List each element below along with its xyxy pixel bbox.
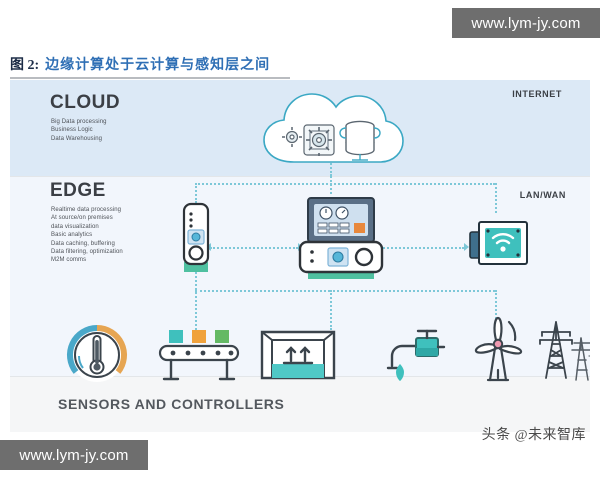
sensors-title: SENSORS AND CONTROLLERS xyxy=(58,396,285,412)
sensors-band xyxy=(10,376,590,432)
conveyor-belt-icon xyxy=(156,328,242,384)
arrow-right-2 xyxy=(464,243,469,251)
edge-item: M2M comms xyxy=(51,257,87,264)
wifi-access-point-icon xyxy=(468,216,530,272)
cloud-shape-icon xyxy=(258,84,406,170)
lanwan-label: LAN/WAN xyxy=(519,190,566,200)
diagram-figure: CLOUD Big Data processing Business Logic… xyxy=(10,80,590,432)
publisher-logo: 头条 @未来智库 xyxy=(481,428,586,443)
connector-dev2-dev3 xyxy=(372,247,464,249)
water-valve-icon xyxy=(386,326,450,388)
watermark-top-text: www.lym-jy.com xyxy=(471,14,581,32)
cloud-item-list: Big Data processing Business Logic Data … xyxy=(51,118,107,143)
storage-tank-icon xyxy=(258,328,338,382)
temperature-gauge-icon xyxy=(66,324,128,386)
connector-cloud-down xyxy=(330,160,332,176)
edge-item: Data caching, buffering xyxy=(51,240,115,247)
watermark-bottom: www.lym-jy.com xyxy=(0,440,148,470)
figure-caption: 图 2: 边缘计算处于云计算与感知层之间 xyxy=(10,50,290,79)
watermark-bottom-text: www.lym-jy.com xyxy=(19,446,129,464)
cloud-item: Big Data processing xyxy=(51,119,107,125)
edge-item: Data filtering, optimization xyxy=(51,249,123,256)
cloud-item: Data Warehousing xyxy=(51,135,103,142)
edge-item: Realtime data processing xyxy=(51,207,122,213)
connector-dev1-dev2 xyxy=(210,247,298,249)
edge-item: Basic analytics xyxy=(51,232,93,239)
dashboard-monitor-icon xyxy=(306,196,376,244)
edge-controller-icon xyxy=(178,202,214,278)
wind-turbine-icon xyxy=(466,316,534,388)
watermark-top: www.lym-jy.com xyxy=(452,8,600,38)
edge-gateway-icon xyxy=(298,240,384,282)
connector-edge-right-up xyxy=(495,183,497,213)
connector-edge-left-up xyxy=(195,183,197,203)
internet-label: INTERNET xyxy=(512,89,562,99)
edge-item: At source/on premises xyxy=(51,215,113,222)
cloud-title: CLOUD xyxy=(50,92,121,113)
edge-item-list: Realtime data processing At source/on pr… xyxy=(51,206,123,265)
figure-caption-text: 边缘计算处于云计算与感知层之间 xyxy=(45,57,271,73)
edge-title: EDGE xyxy=(50,180,106,201)
power-tower-icon xyxy=(536,318,590,384)
connector-bottom-bus-left xyxy=(195,290,330,292)
connector-down-1 xyxy=(195,272,197,330)
divider-cloud-edge xyxy=(10,176,590,177)
connector-edge-mid-up xyxy=(330,176,332,194)
connector-edge-bus xyxy=(195,183,495,185)
figure-number: 图 2: xyxy=(10,57,40,73)
connector-down-2 xyxy=(330,290,332,330)
connector-bottom-bus-right xyxy=(330,290,495,292)
cloud-item: Business Logic xyxy=(51,127,93,134)
edge-item: data visualization xyxy=(51,223,99,230)
connector-down-3 xyxy=(495,290,497,330)
